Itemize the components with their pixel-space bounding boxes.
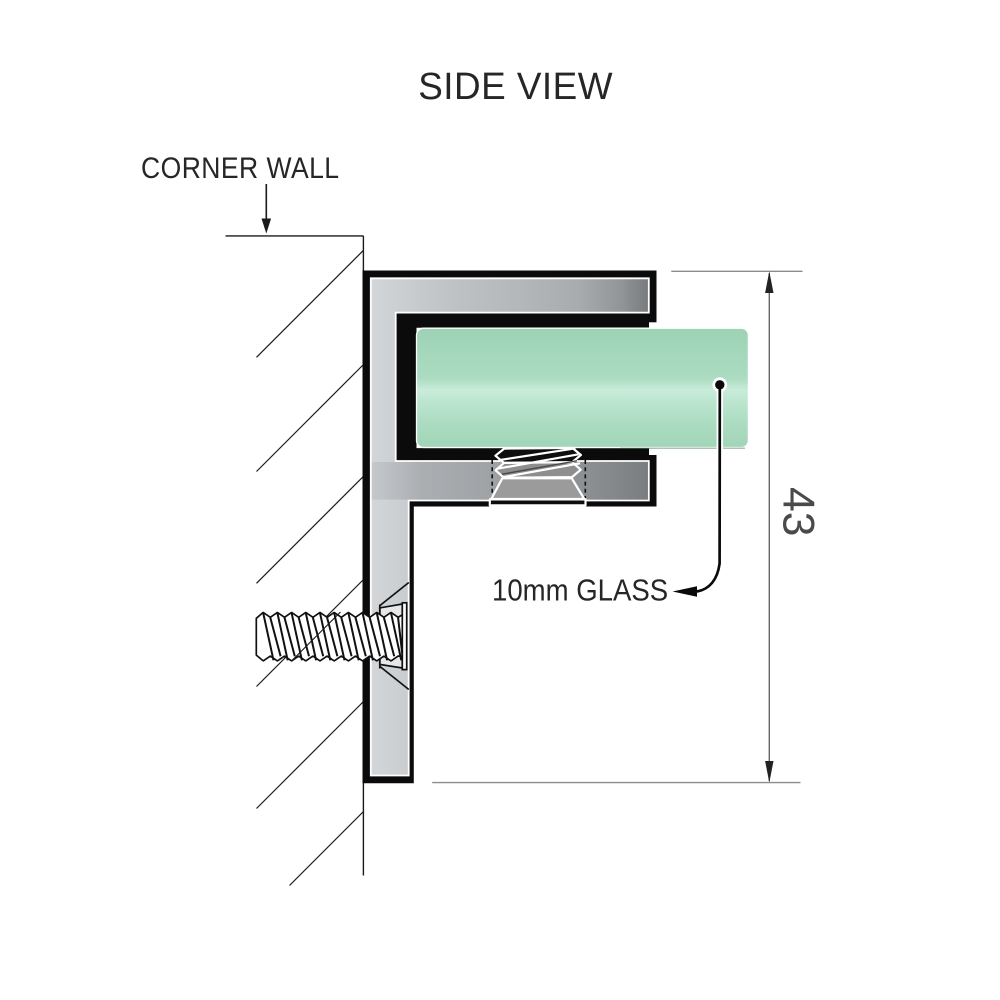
svg-text:CORNER WALL: CORNER WALL [141, 151, 340, 185]
svg-text:43: 43 [774, 487, 823, 537]
svg-text:10mm GLASS: 10mm GLASS [492, 573, 668, 608]
svg-text:SIDE VIEW: SIDE VIEW [418, 64, 613, 107]
